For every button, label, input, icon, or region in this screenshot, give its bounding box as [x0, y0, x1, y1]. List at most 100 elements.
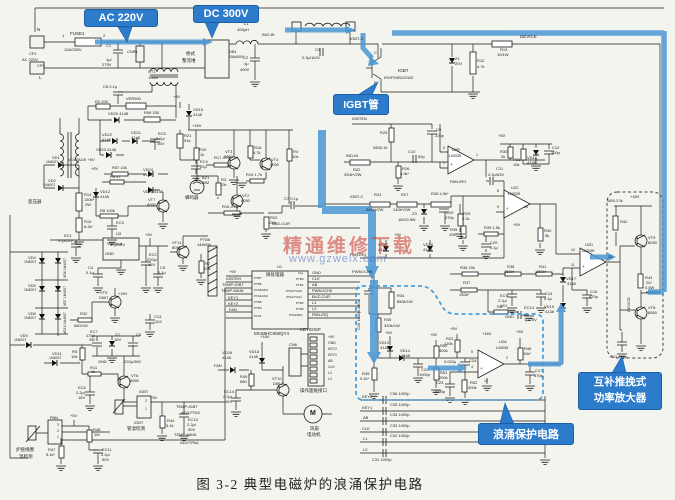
schematic-label: 4148 [423, 247, 432, 252]
schematic-label: R46 [524, 346, 532, 351]
schematic-label: 470μ/ [86, 334, 95, 338]
schematic-label: +5V [229, 269, 237, 274]
schematic-label: 0.022μ [444, 359, 457, 364]
schematic-label: R20 [270, 215, 278, 220]
schematic-label: CLK [362, 426, 370, 431]
generated-glyphs [30, 62, 566, 373]
schematic-label: TEMP-IGBT [176, 404, 198, 409]
schematic-label: PTA1/TCH1 [286, 295, 302, 299]
schematic-label: GND [105, 251, 114, 256]
schematic-label: R22 [353, 167, 361, 172]
schematic-label: 16V [157, 141, 165, 146]
schematic-label: 4.7k [253, 150, 261, 155]
schematic-label: R7 [205, 261, 211, 266]
schematic-label: 8050 [241, 198, 250, 203]
schematic-label: R22 [446, 336, 454, 341]
schematic-label: PWM-ICH0 [312, 288, 333, 293]
callout-dc300v: DC 300V [193, 5, 259, 23]
schematic-label: VD23 4148 [96, 147, 117, 152]
schematic-label: 275V [102, 62, 112, 67]
schematic-label: C23 [436, 380, 444, 385]
schematic-label: 1 [145, 407, 147, 411]
schematic-label: +5V [513, 222, 521, 227]
schematic-label: C11 [496, 166, 504, 171]
schematic-label: C6 0.1μ [103, 84, 118, 89]
schematic-label: EC2 [149, 252, 157, 257]
schematic-label: VD2 [48, 178, 56, 183]
schematic-label: 0.5W [645, 285, 655, 290]
schematic-label: C33 1000p [390, 423, 410, 428]
schematic-label: AD3-PTA5 [181, 410, 200, 415]
schematic-label: Z1 [455, 56, 460, 61]
schematic-label: 4148 [100, 194, 109, 199]
schematic-label: 2.2μ/ [101, 452, 110, 457]
schematic-label: C17 [535, 368, 543, 373]
schematic-label: - [481, 351, 483, 356]
schematic-label: AB [328, 359, 333, 363]
schematic-label: 5 [471, 350, 473, 354]
schematic-label: CP1 [29, 51, 37, 56]
schematic-label: 1N4007 [24, 260, 37, 264]
schematic-label: CLK [312, 276, 320, 281]
schematic-label: TEMP-MAIN [174, 432, 197, 437]
schematic-label: 220μ/36V [124, 359, 142, 364]
schematic-label: N [37, 27, 41, 32]
callout-surge-protection: 浪涌保护电路 [478, 423, 574, 445]
schematic-label: +5V [91, 166, 99, 171]
schematic-label: R41 [539, 264, 547, 269]
schematic-label: 150k* [536, 269, 547, 274]
schematic-label: 16V [500, 303, 508, 308]
schematic-label: VD22 [102, 132, 113, 137]
schematic-label: R52 [470, 380, 478, 385]
schematic-label: R48 [93, 427, 101, 432]
schematic-label: 1N4007 [49, 356, 62, 360]
schematic-label: VT2 [242, 193, 250, 198]
schematic-label: D667 [273, 381, 283, 386]
schematic-label: IRGP20B120UD [384, 75, 414, 80]
schematic-label: + [506, 206, 509, 211]
schematic-label: R50 [440, 343, 448, 348]
schematic-label: C7 0.1μ [284, 196, 299, 201]
schematic-label: VD20 4148 [108, 111, 129, 116]
schematic-label: VD11 [52, 351, 62, 356]
ac-pointer [117, 26, 133, 43]
schematic-label: 5k [545, 233, 550, 238]
schematic-label: 1N4007 [24, 288, 37, 292]
schematic-label: 200k [439, 375, 448, 380]
schematic-label: 4148 [131, 135, 140, 140]
schematic-label: 10k [71, 354, 78, 359]
schematic-label: L2 [363, 447, 368, 452]
schematic-label: FAN [214, 363, 222, 368]
schematic-label: R35 [450, 227, 458, 232]
schematic-label: CNR1 [127, 49, 138, 54]
callout-amp-line2: 功率放大器 [593, 391, 647, 404]
schematic-label: VD15 [193, 107, 204, 112]
schematic-label: 680/1W [74, 323, 88, 328]
schematic-label: 20k* [449, 232, 458, 237]
schematic-label: LM339 [508, 191, 521, 196]
schematic-label: 10k [220, 182, 227, 187]
schematic-label: 680 [240, 379, 247, 384]
schematic-label: C15 [590, 289, 598, 294]
schematic-label: 400V [240, 67, 250, 72]
schematic-label: 5.1k [166, 423, 174, 428]
schematic-label: C5 [160, 265, 166, 270]
schematic-label: R17 4.7k [214, 155, 231, 160]
callout-igbt: IGBT管 [333, 94, 389, 115]
schematic-label: LM339 [496, 345, 509, 350]
schematic-label: R6 [497, 304, 503, 309]
schematic-label: R27 [401, 192, 409, 197]
schematic-label: VD7 1N4007 [63, 285, 67, 306]
schematic-label: EC7 [90, 329, 98, 334]
schematic-label: R57 10k [112, 165, 127, 170]
schematic-label: R29 [463, 211, 471, 216]
schematic-label: VT11 [172, 240, 182, 245]
schematic-label: 8050 [270, 162, 279, 167]
schematic-label: C32 1000p [390, 433, 410, 438]
schematic-label: LM339 [582, 248, 595, 253]
schematic-label: KEY/DISP [300, 327, 321, 332]
schematic-label: 150k* [84, 197, 95, 202]
schematic-label: 6 [443, 146, 445, 150]
callout-pointers [117, 21, 627, 425]
schematic-label: C12 [552, 145, 560, 150]
